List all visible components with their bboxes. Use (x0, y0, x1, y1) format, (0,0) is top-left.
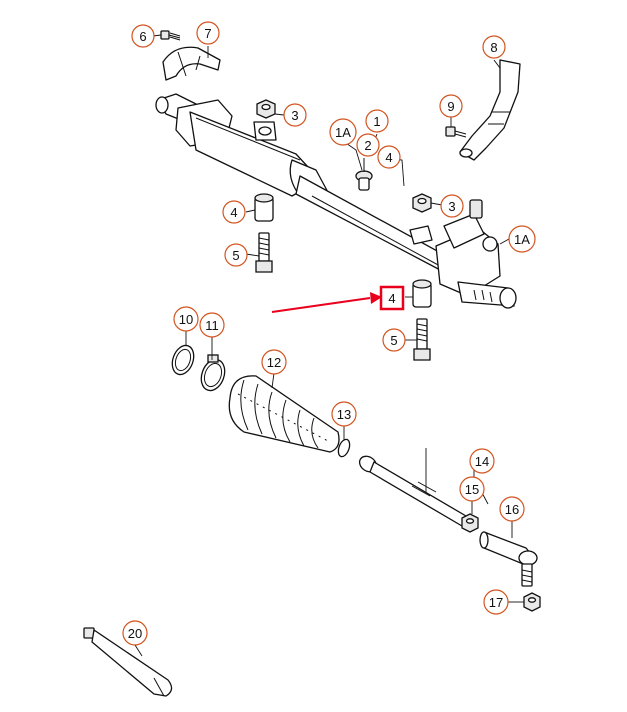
callout-circle (440, 194, 464, 218)
part-20-grease-tube (83, 627, 173, 697)
callout-label: 1 (373, 114, 380, 129)
callout-label: 1A (514, 232, 530, 247)
callout-c5b: 5 (382, 328, 406, 352)
callout-circle (439, 94, 463, 118)
callout-circle (222, 200, 246, 224)
callout-circle (356, 133, 380, 157)
callout-label: 17 (489, 595, 503, 610)
callout-label: 9 (447, 99, 454, 114)
callout-label: 4 (385, 150, 392, 165)
callout-circle (329, 118, 357, 146)
callout-label: 5 (232, 248, 239, 263)
callout-c3a: 3 (283, 103, 307, 127)
highlight-arrow (271, 292, 382, 313)
callout-c16: 16 (499, 496, 525, 522)
callout-circle (331, 401, 357, 427)
callout-circle (283, 103, 307, 127)
callout-c5a: 5 (224, 243, 248, 267)
part-1-steering-rack (155, 93, 517, 309)
callout-c13: 13 (331, 401, 357, 427)
callout-label: 7 (204, 26, 211, 41)
part-8-support-bracket (459, 59, 521, 161)
callout-label: 11 (205, 318, 219, 333)
highlight-box (379, 285, 405, 311)
callout-c4a: 4 (377, 145, 401, 169)
callout-c12: 12 (261, 349, 287, 375)
callout-c17: 17 (483, 589, 509, 615)
callout-label: 15 (465, 482, 479, 497)
callout-circle (196, 21, 220, 45)
callout-c2: 2 (356, 133, 380, 157)
callout-c6: 6 (131, 24, 155, 48)
callout-c20: 20 (122, 620, 148, 646)
callout-c1A_a: 1A (329, 118, 357, 146)
callout-label: 4 (388, 291, 395, 306)
callout-circle (508, 225, 536, 253)
callout-c8: 8 (482, 35, 506, 59)
part-3-nut-lower (412, 193, 432, 213)
callout-c14: 14 (469, 448, 495, 474)
callout-label: 4 (230, 205, 237, 220)
callout-circle (122, 620, 148, 646)
callout-circle (131, 24, 155, 48)
part-7-clamp-bracket (162, 46, 221, 81)
part-3-nut-upper (256, 99, 276, 119)
callout-c1A_b: 1A (508, 225, 536, 253)
part-12-bellows-boot (228, 375, 340, 453)
callout-label: 13 (337, 407, 351, 422)
callout-circle (173, 306, 199, 332)
callout-circle (377, 145, 401, 169)
callout-label: 5 (390, 333, 397, 348)
callout-circle (483, 589, 509, 615)
callout-label: 6 (139, 29, 146, 44)
callout-c4c: 4 (379, 285, 405, 311)
part-15-nut (461, 513, 479, 533)
callout-label: 14 (475, 454, 489, 469)
callout-label: 8 (490, 40, 497, 55)
callout-circle (199, 312, 225, 338)
part-17-nut (523, 592, 541, 612)
callout-circle (482, 35, 506, 59)
callout-c9: 9 (439, 94, 463, 118)
callout-label: 1A (335, 125, 351, 140)
part-13-small-clamp (337, 438, 351, 458)
part-6-bolt (160, 30, 181, 41)
callout-circle (499, 496, 525, 522)
callout-c1: 1 (365, 109, 389, 133)
part-5-bolt-lower (413, 318, 431, 361)
callout-circle (261, 349, 287, 375)
callout-label: 16 (505, 502, 519, 517)
callout-label: 2 (364, 138, 371, 153)
part-4-bushing-upper (254, 193, 274, 222)
callout-c11: 11 (199, 312, 225, 338)
callout-circle (365, 109, 389, 133)
part-5-bolt-upper (255, 232, 273, 273)
callout-circle (459, 476, 485, 502)
callout-c10: 10 (173, 306, 199, 332)
part-10-o-ring (171, 344, 195, 376)
callout-c7: 7 (196, 21, 220, 45)
callout-circle (382, 328, 406, 352)
callout-c3b: 3 (440, 194, 464, 218)
part-11-clamp-ring (200, 354, 226, 392)
callout-label: 10 (179, 312, 193, 327)
callout-c4b: 4 (222, 200, 246, 224)
callout-label: 12 (267, 355, 281, 370)
callout-circle (224, 243, 248, 267)
part-14-tie-rod (358, 448, 467, 527)
part-2-fitting (355, 158, 373, 191)
callout-label: 3 (291, 108, 298, 123)
part-9-bolt (445, 126, 467, 138)
part-16-tie-rod-end (479, 531, 538, 587)
callout-label: 20 (128, 626, 142, 641)
part-4-bushing-lower (412, 279, 432, 308)
callout-c15: 15 (459, 476, 485, 502)
callout-circle (469, 448, 495, 474)
callout-label: 3 (448, 199, 455, 214)
